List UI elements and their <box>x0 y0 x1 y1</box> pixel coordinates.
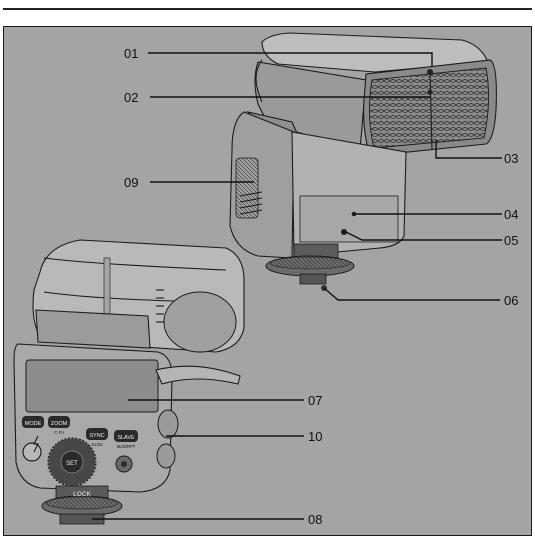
wireless-sensor-panel <box>299 195 399 243</box>
set-button-label: SET <box>66 461 78 467</box>
leader-06 <box>323 287 500 301</box>
zoom-sub-label: C.Fn <box>54 430 64 435</box>
callout-10: 10 <box>308 429 322 444</box>
leader-05 <box>345 231 502 241</box>
callout-07: 07 <box>308 393 322 408</box>
slave-button-label: SLAVE <box>117 435 135 441</box>
lock-label: LOCK <box>73 491 91 498</box>
flash-body <box>229 111 295 259</box>
set-button[interactable] <box>60 450 84 474</box>
flash-bolt-icon <box>33 435 39 453</box>
slave-sub-label: Multi/RPT <box>117 444 136 449</box>
leader-01 <box>148 52 433 66</box>
leader-03 <box>435 140 502 159</box>
callout-labels: 01 02 03 04 05 06 07 08 09 10 <box>124 46 518 527</box>
callout-04: 04 <box>504 207 518 222</box>
zoom-button[interactable] <box>48 416 70 428</box>
usb-port-cover <box>156 443 176 469</box>
battery-door-grip <box>235 157 259 219</box>
callout-09: 09 <box>124 175 138 190</box>
slave-button[interactable] <box>114 430 138 442</box>
top-rule <box>3 8 532 10</box>
test-button[interactable] <box>22 442 42 462</box>
callout-02: 02 <box>124 90 138 105</box>
sync-button[interactable] <box>86 428 108 440</box>
lower-flash-unit: MODE ZOOM C.Fn SYNC S1/S2 SLAVE Multi/RP… <box>13 239 245 525</box>
battery-door-ribs <box>239 191 263 215</box>
wireless-sensor <box>351 211 357 217</box>
function-buttons: MODE ZOOM C.Fn SYNC S1/S2 SLAVE Multi/RP… <box>22 416 138 449</box>
callout-01: 01 <box>124 46 138 61</box>
callout-08: 08 <box>308 512 322 527</box>
mode-button-label: MODE <box>25 421 42 427</box>
callout-03: 03 <box>504 151 518 166</box>
bounce-scale <box>156 289 164 323</box>
usb-port <box>341 229 347 235</box>
modeling-led <box>427 69 433 75</box>
upper-flash-unit <box>229 32 497 291</box>
callout-06: 06 <box>504 293 518 308</box>
port-cover <box>155 365 241 385</box>
fresnel-lens <box>368 67 490 149</box>
af-assist-light <box>427 89 433 95</box>
hot-shoe-foot <box>299 273 327 285</box>
flash-head-side-curve <box>255 59 263 103</box>
callout-05: 05 <box>504 233 518 248</box>
head-rotation-hub <box>163 291 237 353</box>
zoom-button-label: ZOOM <box>51 421 68 427</box>
sync-port <box>157 409 179 439</box>
leader-lines <box>92 52 502 520</box>
lcd-panel <box>25 359 159 413</box>
sync-sub-label: S1/S2 <box>91 442 103 447</box>
sync-button-label: SYNC <box>89 433 104 439</box>
mode-button[interactable] <box>22 416 44 428</box>
